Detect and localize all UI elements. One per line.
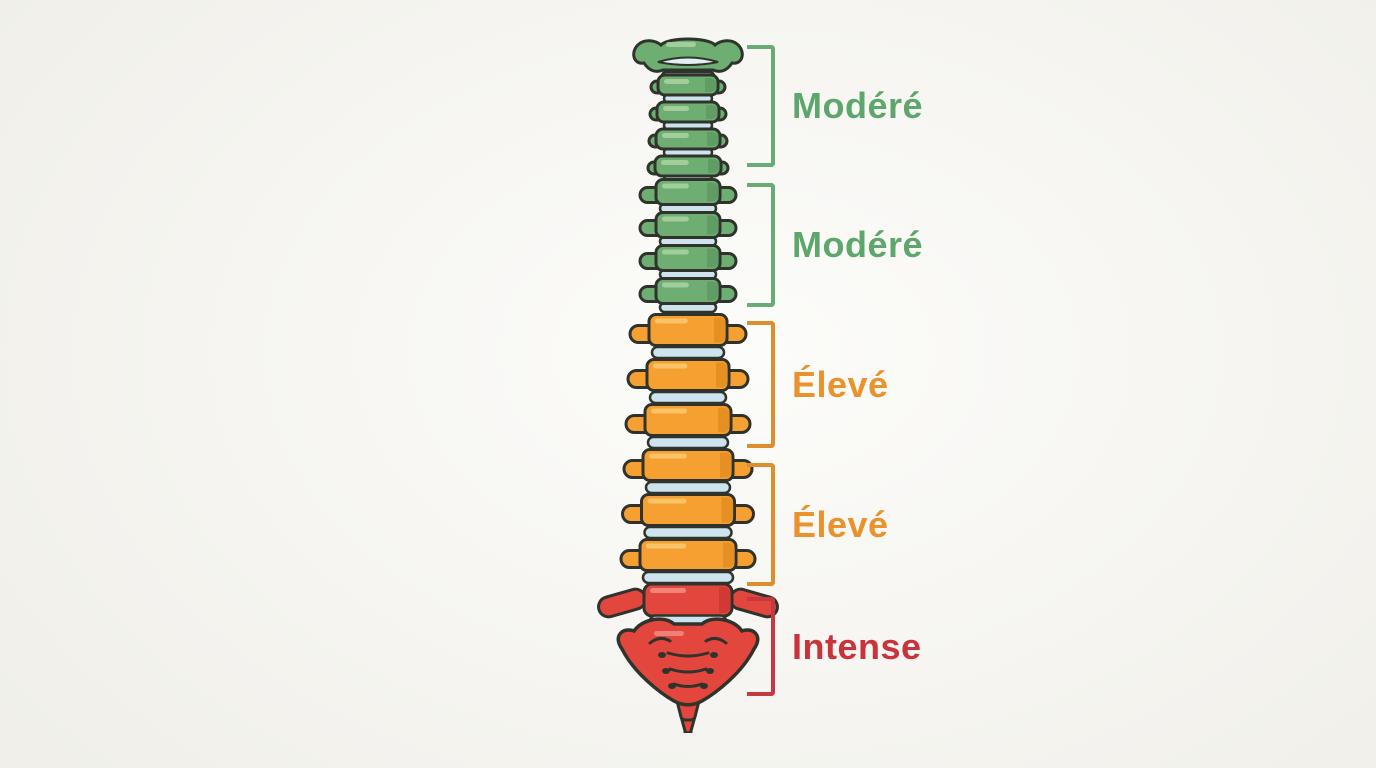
annotation-high-lower: Élevé bbox=[747, 463, 1027, 586]
annotation-moderate-upper: Modéré bbox=[747, 45, 1027, 167]
bracket-high-upper bbox=[747, 321, 775, 448]
annotation-moderate-lower: Modéré bbox=[747, 183, 1027, 307]
bracket-moderate-upper bbox=[747, 45, 775, 167]
bracket-high-lower bbox=[747, 463, 775, 586]
spine-illustration bbox=[597, 37, 779, 733]
annotation-high-upper: Élevé bbox=[747, 321, 1027, 448]
bracket-moderate-lower bbox=[747, 183, 775, 307]
severity-label-moderate-lower: Modéré bbox=[792, 224, 924, 265]
severity-label-high-upper: Élevé bbox=[792, 363, 889, 405]
severity-label-moderate-upper: Modéré bbox=[792, 85, 924, 126]
bracket-intense bbox=[747, 597, 775, 696]
severity-label-intense: Intense bbox=[792, 625, 922, 667]
annotation-intense: Intense bbox=[747, 597, 1027, 696]
severity-label-high-lower: Élevé bbox=[792, 503, 889, 545]
